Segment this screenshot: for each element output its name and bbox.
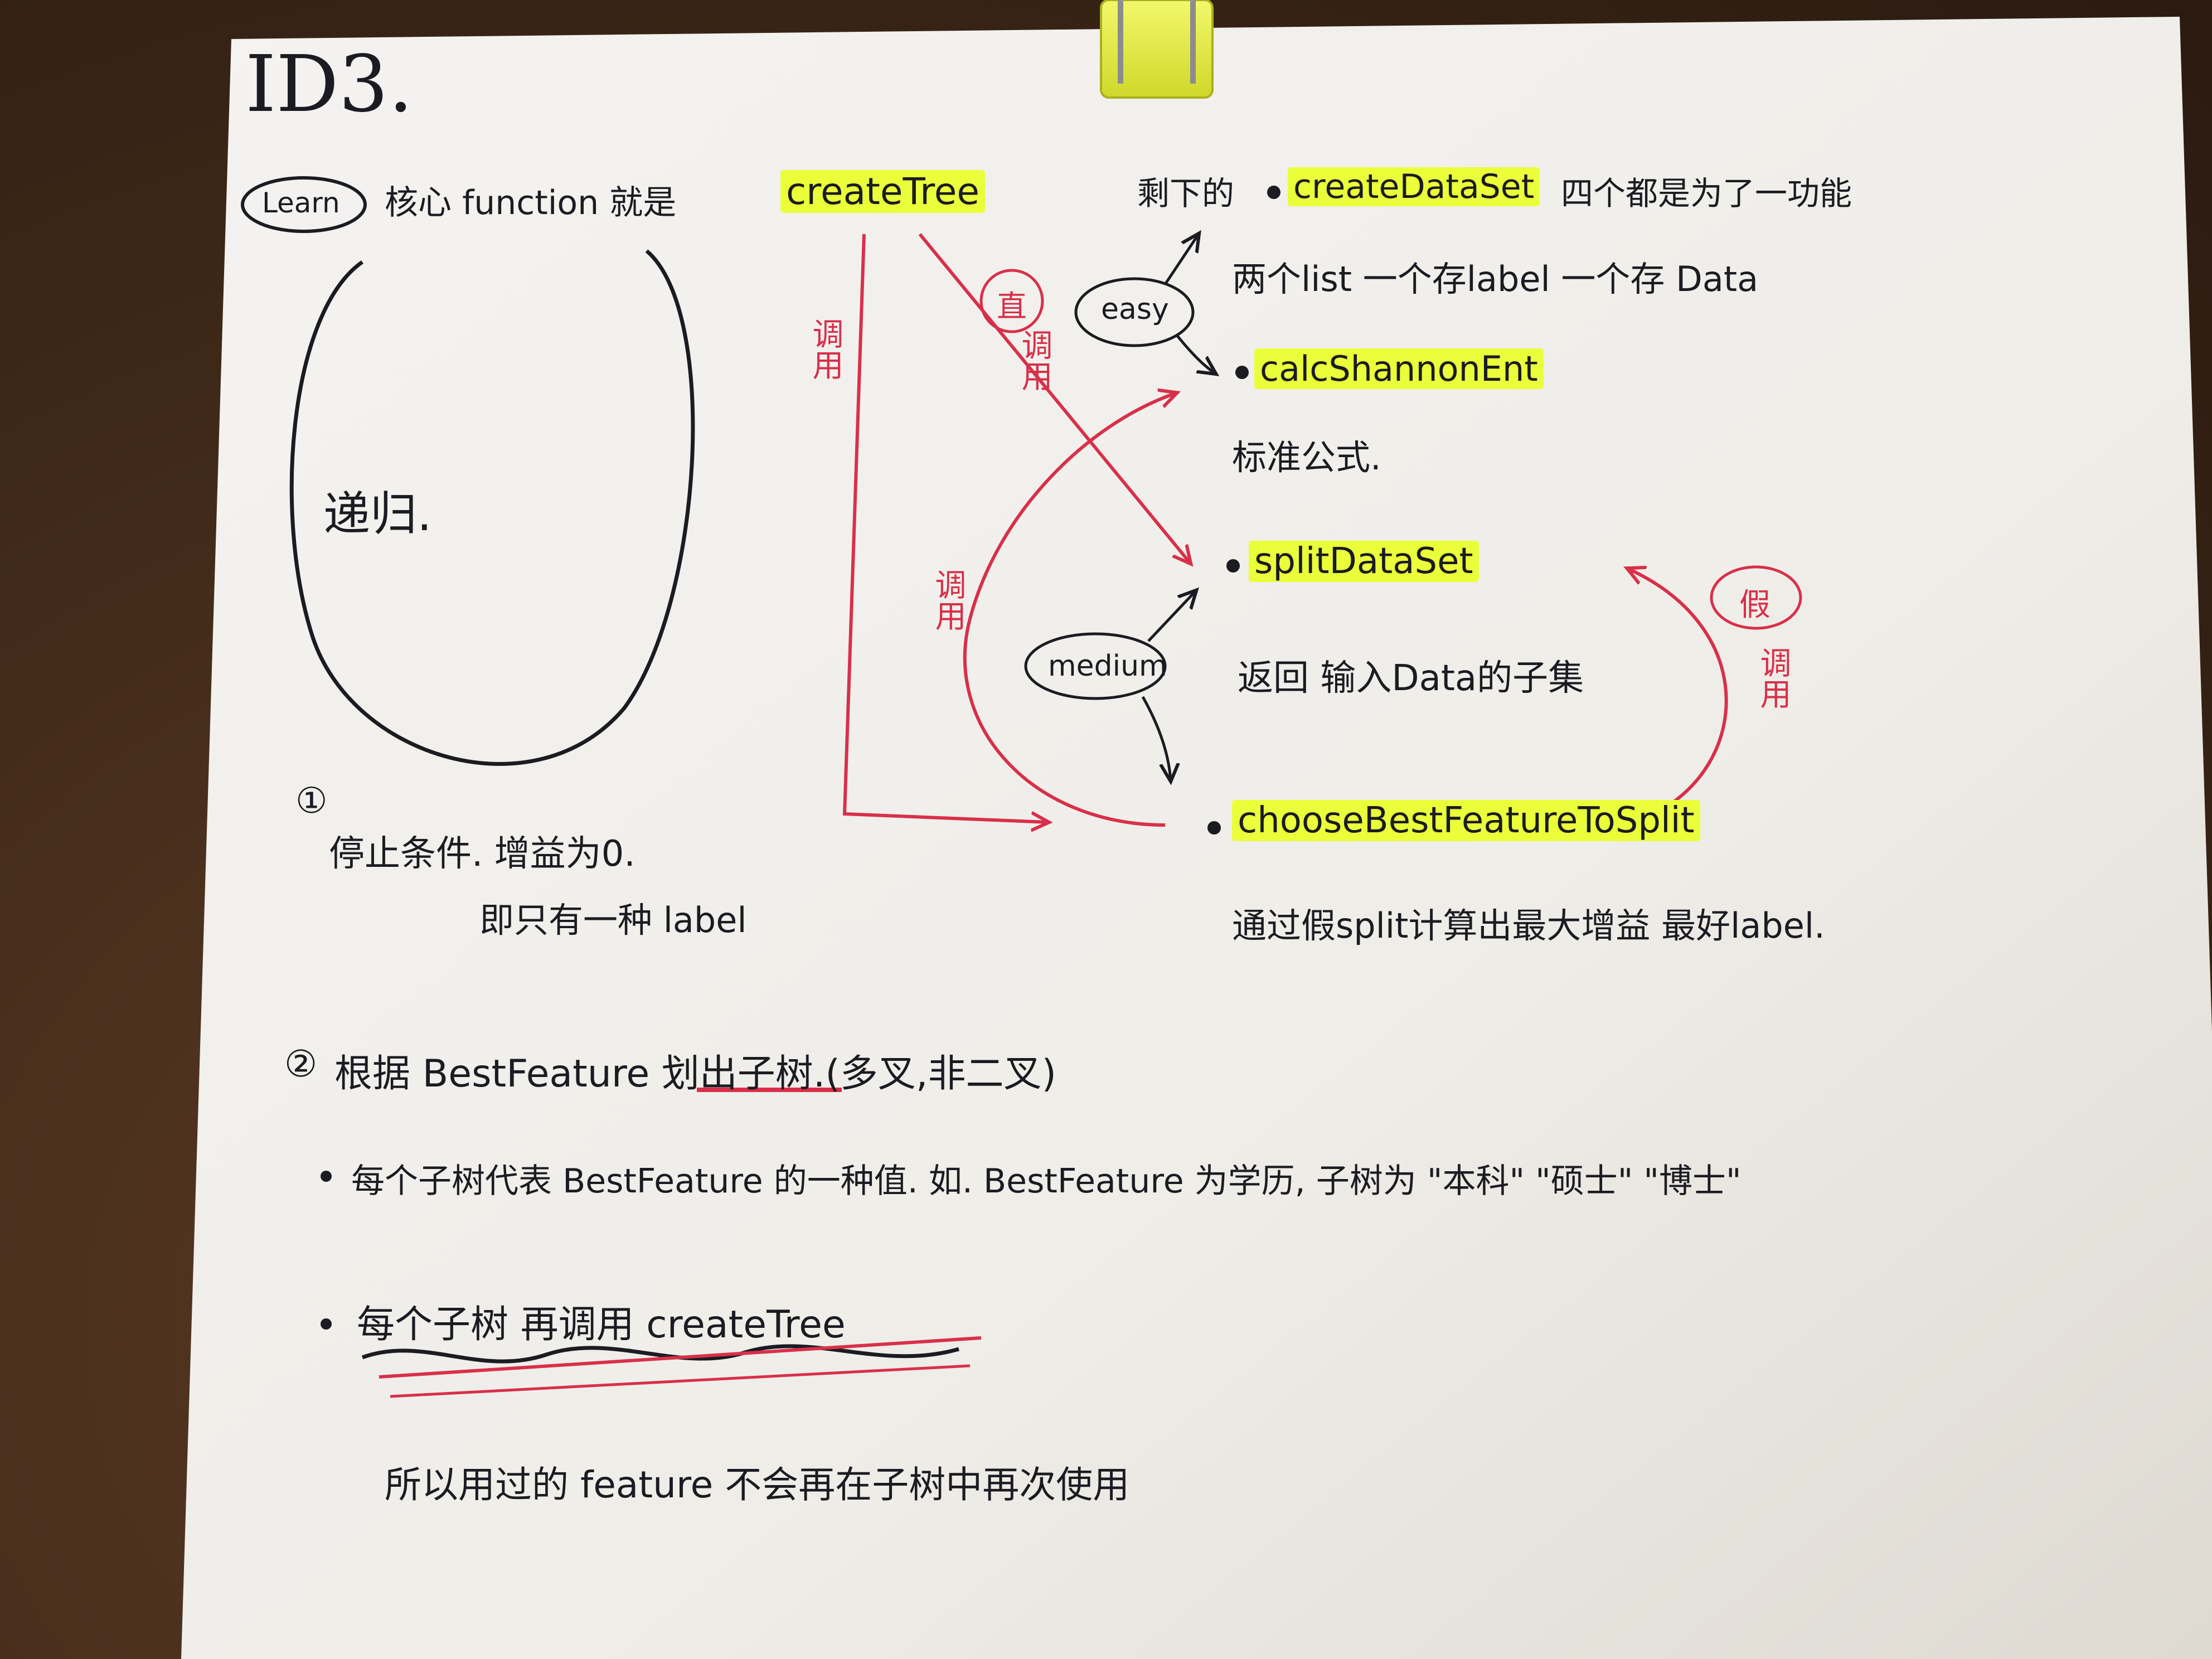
paper-sheet (181, 17, 2212, 1659)
step2-number: ② (284, 1042, 318, 1085)
bullet-2 (321, 1318, 332, 1330)
calcshannonent-name: calcShannonEnt (1254, 348, 1544, 389)
splitdataset-name: splitDataSet (1249, 541, 1479, 582)
arrow-easy-up (1163, 234, 1199, 285)
easy-label: easy (1101, 293, 1169, 326)
direct-label: 直 (997, 289, 1027, 324)
calcshannonent-desc: 标准公式. (1232, 437, 1381, 478)
bullet-createdataset (1267, 186, 1280, 199)
splitdataset-desc: 返回 输入Data的子集 (1238, 658, 1584, 699)
remaining-function: createDataSet (1288, 167, 1540, 206)
recursion-label: 递归. (323, 487, 432, 541)
step1-line1: 停止条件. 增益为0. (329, 833, 636, 875)
step1-line2: 即只有一种 label (479, 900, 747, 940)
footer-text: 所以用过的 feature 不会再在子树中再次使用 (385, 1463, 1130, 1506)
learn-circle (241, 176, 367, 233)
recursion-loop (289, 249, 695, 766)
fake-label: 假 (1739, 587, 1770, 623)
call-label-right: 调用 (1755, 647, 1791, 709)
red-underline-1 (379, 1336, 982, 1379)
createdataset-desc: 两个list 一个存label 一个存 Data (1232, 259, 1759, 299)
core-text: 核心 function 就是 (385, 183, 677, 222)
choosebest-name: chooseBestFeatureToSplit (1232, 800, 1700, 841)
arrow-medium-up (1147, 591, 1196, 642)
red-arrow-right-loop (1628, 569, 1728, 804)
remaining-text: 剩下的 (1137, 174, 1235, 212)
red-arrow-curve-up (963, 393, 1176, 827)
red-arrow-diagonal (918, 233, 1190, 563)
arrow-medium-down (1141, 696, 1171, 780)
bullet-1 (321, 1171, 332, 1182)
learn-tag: Learn (262, 187, 340, 219)
call-label-down: 调用 (807, 318, 843, 380)
red-arrow-down-right (842, 234, 1048, 822)
bullet-calcshannonent (1235, 366, 1249, 379)
direct-circle (979, 269, 1044, 333)
medium-label: medium (1048, 649, 1167, 683)
step2-text: 根据 BestFeature 划出子树.(多叉,非二叉) (334, 1052, 1057, 1096)
bullet-text-2: 每个子树 再调用 createTree (357, 1303, 846, 1347)
page-title: ID3. (245, 39, 414, 130)
core-function: createTree (780, 170, 986, 213)
step1-number: ① (295, 780, 328, 822)
arrow-easy-down (1175, 333, 1215, 373)
binder-clip (1100, 0, 1214, 99)
bullet-choosebest (1207, 821, 1221, 835)
fake-circle (1710, 565, 1802, 630)
remaining-tail: 四个都是为了一功能 (1561, 174, 1852, 212)
easy-circle (1074, 277, 1195, 347)
bullet-splitdataset (1226, 559, 1240, 573)
bullet-text-1: 每个子树代表 BestFeature 的一种值. 如. BestFeature … (351, 1162, 1742, 1201)
medium-circle (1024, 632, 1167, 700)
call-label-diagonal: 调用 (1016, 329, 1052, 391)
scribble-underline (361, 1344, 959, 1364)
red-underline-2 (390, 1364, 971, 1398)
call-label-mid: 调用 (930, 569, 966, 631)
choosebest-desc: 通过假split计算出最大增益 最好label. (1232, 905, 1825, 946)
